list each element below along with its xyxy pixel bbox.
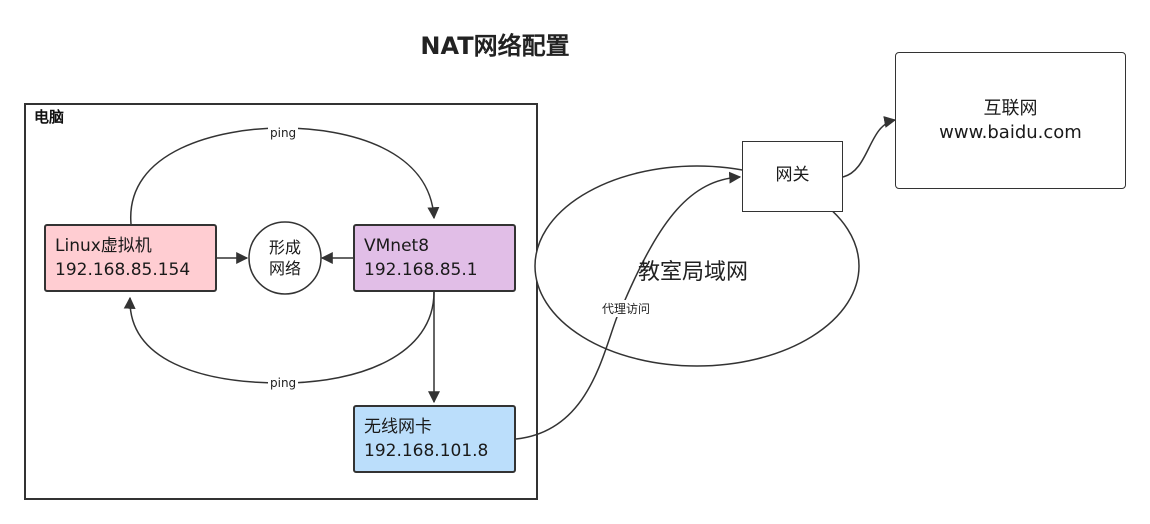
pc-frame-label: 电脑: [34, 108, 65, 126]
network-circle-label-1: 形成: [268, 238, 301, 257]
vmnet8-name: VMnet8: [364, 236, 430, 256]
vmnet8-node: VMnet8 192.168.85.1: [353, 224, 516, 292]
ping-bottom-arrow: [123, 291, 435, 384]
gateway-to-internet-arrow: [842, 116, 897, 178]
ping-top-label: ping: [268, 126, 299, 140]
vmnet8-ip: 192.168.85.1: [364, 260, 478, 280]
wifi-adapter-node: 无线网卡 192.168.101.8: [353, 405, 516, 473]
linux-vm-ip: 192.168.85.154: [55, 260, 191, 280]
ping-top-arrow: [130, 127, 440, 225]
wifi-adapter-ip: 192.168.101.8: [364, 441, 489, 461]
linux-vm-node: Linux虚拟机 192.168.85.154: [44, 224, 217, 292]
internet-label: 互联网: [983, 98, 1038, 119]
page-title: NAT网络配置: [420, 32, 570, 60]
network-circle-label-2: 网络: [268, 259, 301, 278]
linux-vm-name: Linux虚拟机: [55, 236, 152, 256]
gateway-node: 网关: [742, 141, 843, 212]
network-circle: [248, 221, 322, 295]
wifi-adapter-name: 无线网卡: [364, 417, 432, 437]
ping-bottom-label: ping: [268, 376, 299, 390]
proxy-label: 代理访问: [600, 300, 653, 317]
pc-frame: [24, 103, 538, 500]
lan-label: 教室局域网: [638, 260, 749, 285]
internet-url: www.baidu.com: [939, 122, 1082, 143]
internet-node: 互联网 www.baidu.com: [895, 52, 1126, 189]
gateway-label: 网关: [775, 165, 810, 185]
